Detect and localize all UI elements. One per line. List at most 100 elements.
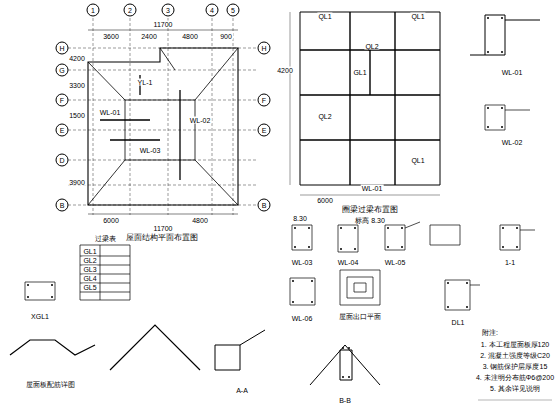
- rebar-dot: [387, 227, 389, 229]
- ring-beam-plan: [290, 12, 440, 195]
- drawing-label: 3300: [68, 82, 86, 89]
- rebar-dot: [501, 126, 503, 128]
- axis-bubble: F: [56, 94, 69, 107]
- drawing-label: QL2: [317, 113, 332, 120]
- drawing-label: WL-06: [291, 315, 314, 322]
- rebar-dot: [487, 107, 489, 109]
- drawing-label: 2400: [140, 33, 158, 40]
- drawing-label: WL-01: [501, 69, 524, 76]
- drawing-label: 圈梁过梁布置图: [341, 206, 399, 214]
- axis-bubble: E: [56, 124, 69, 137]
- axis-label: E: [262, 127, 267, 134]
- rebar-dot: [466, 282, 468, 284]
- rebar-dot: [294, 227, 296, 229]
- note-text: 1. 本工程屋面板厚120: [480, 341, 550, 348]
- drawing-label: QL2: [364, 43, 379, 50]
- drawing-label: QL1: [410, 13, 425, 20]
- drawing-label: QL1: [317, 13, 332, 20]
- rebar-dot: [311, 280, 313, 282]
- axis-bubble: 2: [124, 4, 137, 17]
- rebar-dot: [348, 376, 350, 378]
- rebar-dot: [387, 246, 389, 248]
- axis-label: D: [59, 157, 64, 164]
- note-text: 附注:: [481, 329, 499, 336]
- axis-bubble: D: [56, 154, 69, 167]
- note-text: 5. 其余详见说明: [489, 385, 541, 392]
- rebar-dot: [487, 51, 489, 53]
- rebar-dot: [292, 301, 294, 303]
- drawing-label: WL-02: [189, 117, 212, 124]
- rebar-dot: [348, 347, 350, 349]
- axis-label: F: [60, 97, 64, 104]
- rebar-dot: [340, 248, 342, 250]
- rebar-dot: [501, 17, 503, 19]
- drawing-label: 6000: [316, 197, 334, 204]
- rebar-dot: [354, 227, 356, 229]
- drawing-label: 标高 8.30: [354, 217, 386, 224]
- rebar-dot: [342, 376, 344, 378]
- drawing-label: GL3: [82, 266, 97, 273]
- axis-label: G: [59, 67, 64, 74]
- rebar-dot: [487, 17, 489, 19]
- axis-bubble: F: [258, 94, 271, 107]
- axis-bubble: 1: [87, 4, 100, 17]
- drawing-label: GL1: [82, 248, 97, 255]
- section-details: [10, 15, 540, 385]
- axis-label: H: [261, 45, 266, 52]
- drawing-label: 屋面板配筋详图: [25, 381, 76, 388]
- rebar-dot: [516, 227, 518, 229]
- rebar-dot: [27, 296, 29, 298]
- axis-label: 3: [166, 7, 170, 14]
- axis-label: F: [262, 97, 266, 104]
- drawing-label: 4200: [276, 67, 294, 74]
- axis-bubble: H: [56, 42, 69, 55]
- rebar-dot: [401, 246, 403, 248]
- rebar-dot: [311, 301, 313, 303]
- rebar-dot: [502, 246, 504, 248]
- drawing-label: 11700: [153, 21, 174, 28]
- drawing-label: 3600: [102, 33, 120, 40]
- drawing-label: WL-04: [337, 259, 360, 266]
- drawing-label: B-B: [338, 397, 352, 404]
- axis-label: 4: [210, 7, 214, 14]
- drawing-label: 4200: [68, 55, 86, 62]
- axis-bubble: H: [258, 42, 271, 55]
- note-text: 2. 混凝土强度等级C20: [479, 352, 551, 359]
- drawing-label: 4800: [191, 217, 209, 224]
- drawing-label: 11700: [153, 225, 174, 232]
- rebar-dot: [401, 227, 403, 229]
- note-text: 3. 钢筋保护层厚度15: [482, 363, 549, 370]
- axis-bubble: B: [56, 199, 69, 212]
- drawing-label: GL4: [82, 275, 97, 282]
- rebar-dot: [447, 306, 449, 308]
- drawing-label: WL-05: [384, 259, 407, 266]
- drawing-label: 900: [219, 33, 233, 40]
- drawing-label: GL2: [82, 257, 97, 264]
- drawing-label: WL-03: [139, 147, 162, 154]
- rebar-dot: [51, 284, 53, 286]
- drawing-label: WL-01: [361, 185, 384, 192]
- axis-bubble: 4: [206, 4, 219, 17]
- rebar-dots: [27, 17, 518, 378]
- drawing-label: 屋面结构平面布置图: [125, 234, 199, 242]
- drawing-label: YL-1: [137, 79, 154, 86]
- drawing-label: A-A: [235, 387, 249, 394]
- axis-bubble: E: [258, 124, 271, 137]
- drawing-label: WL-03: [291, 259, 314, 266]
- rebar-dot: [466, 306, 468, 308]
- rebar-dot: [340, 227, 342, 229]
- rebar-dot: [342, 347, 344, 349]
- drawing-label: 8.30: [292, 215, 308, 222]
- drawing-label: 过梁表: [94, 235, 117, 242]
- drawing-label: 3900: [68, 179, 86, 186]
- rebar-dot: [294, 246, 296, 248]
- rebar-dot: [308, 227, 310, 229]
- axis-bubble: B: [258, 199, 271, 212]
- rebar-dot: [516, 246, 518, 248]
- rebar-dot: [502, 227, 504, 229]
- rebar-dot: [308, 246, 310, 248]
- axis-bubble: 5: [227, 4, 240, 17]
- rebar-dot: [51, 296, 53, 298]
- note-text: 4. 未注明分布筋Φ6@200: [475, 374, 555, 381]
- drawing-label: 1500: [68, 112, 86, 119]
